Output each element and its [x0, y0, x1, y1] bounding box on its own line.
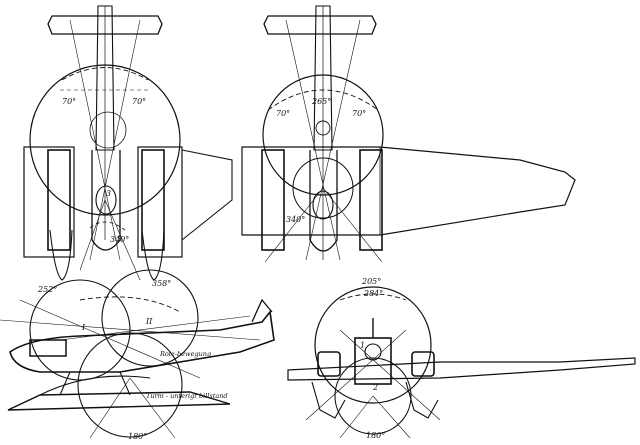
mark-label-side-2: II: [145, 317, 153, 326]
side-view: [0, 269, 275, 439]
angle-label-front-top-1: 205°: [361, 277, 381, 286]
front-view: [287, 286, 636, 439]
angle-label-tr-center: 265°: [311, 97, 331, 106]
angle-label-tl-left: 70°: [62, 97, 76, 106]
mark-label-side-1: I: [81, 323, 86, 332]
plan-view-right: [241, 5, 576, 263]
turret-label: Turm - unterigt billstand: [146, 392, 228, 400]
angle-label-side-left: 252°: [37, 285, 57, 294]
angle-label-side-bottom: 180°: [128, 432, 147, 441]
mark-label-front-2: 2: [372, 383, 378, 392]
angle-label-front-bottom: 180°: [366, 431, 385, 440]
angle-label-tr-side: 340°: [286, 215, 305, 224]
angle-label-tr-right: 70°: [352, 109, 366, 118]
angle-label-tl-right: 70°: [132, 97, 146, 106]
rotor-label: Rotz-bewegung: [159, 350, 211, 358]
plan-view-left: [23, 5, 233, 281]
mark-label-tl: 3: [106, 189, 111, 198]
angle-label-front-top-2: 284°: [363, 289, 383, 298]
angle-label-tr-left: 70°: [276, 109, 290, 118]
angle-label-side-right: 358°: [152, 279, 171, 288]
mark-label-front-1: 1: [360, 341, 365, 350]
angle-label-tl-side: 340°: [110, 235, 129, 244]
